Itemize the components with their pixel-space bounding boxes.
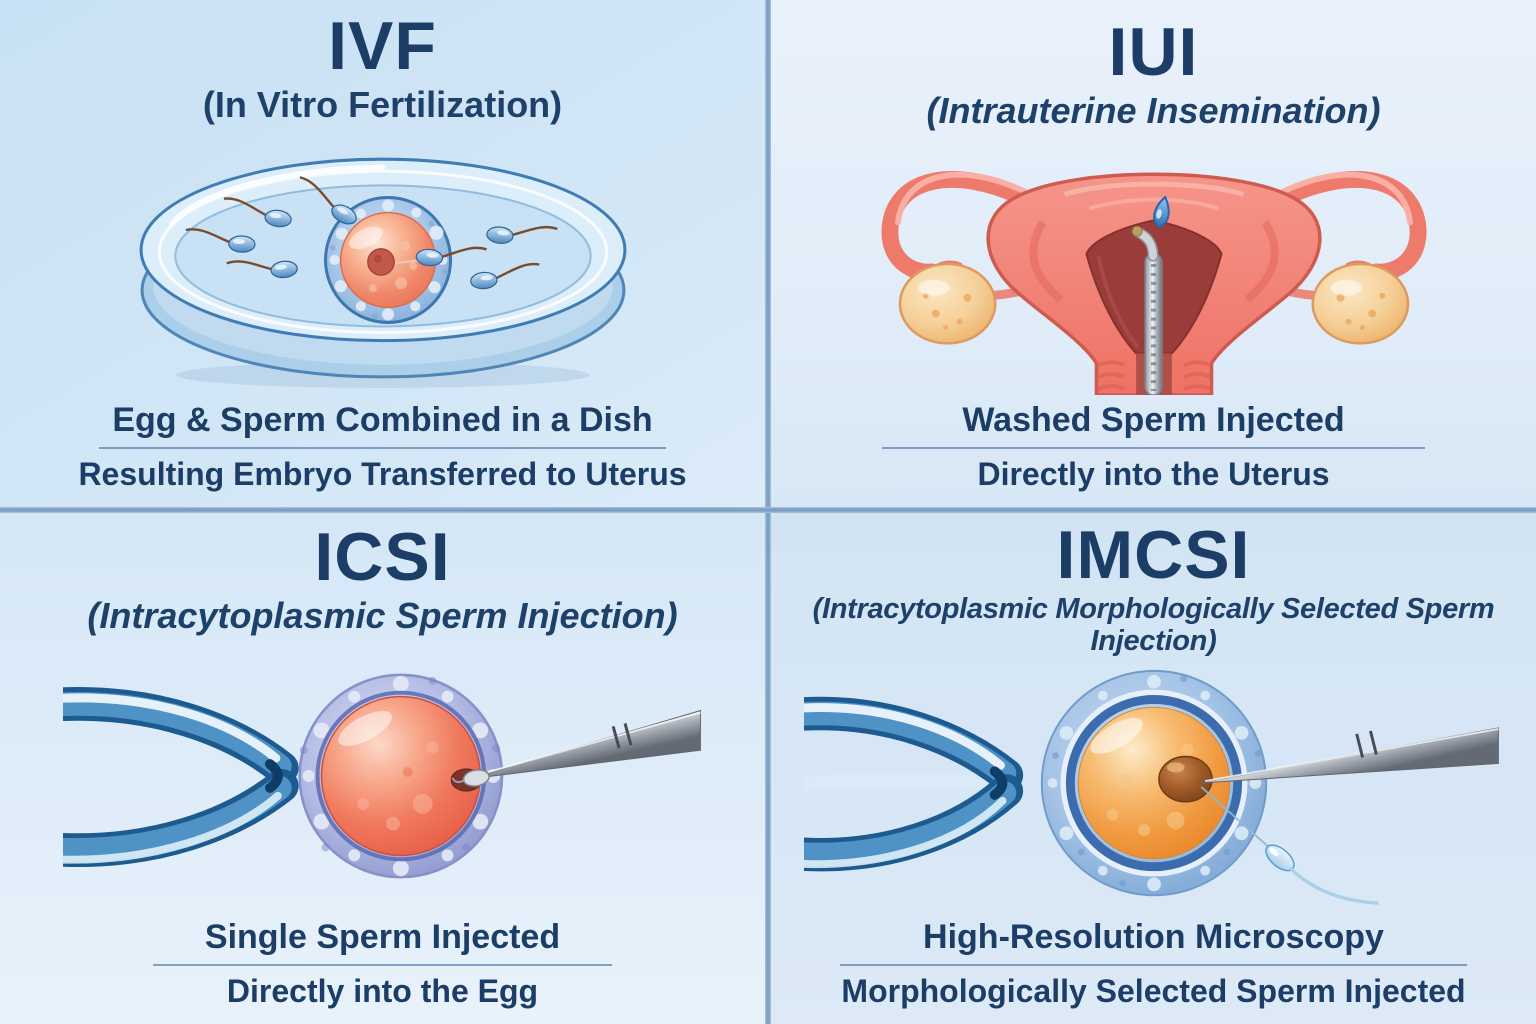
egg-nucleus xyxy=(366,248,395,276)
icsi-illustration-area xyxy=(0,636,765,918)
imcsi-injection-illustration xyxy=(803,669,1499,905)
iui-illustration-area xyxy=(771,131,1536,401)
iui-subtitle: (Intrauterine Insemination) xyxy=(926,90,1381,132)
imcsi-caption: High-Resolution Microscopy Morphological… xyxy=(771,918,1536,1010)
selected-sperm-head-in-egg xyxy=(1157,755,1213,803)
perivitelline-ring xyxy=(1065,695,1242,872)
ivf-illustration-area xyxy=(0,125,765,401)
iui-caption-rule xyxy=(881,447,1426,449)
ovaries xyxy=(898,262,1409,345)
injection-needle xyxy=(451,709,701,787)
insemination-catheter xyxy=(1131,225,1163,395)
ivf-caption-line2: Resulting Embryo Transferred to Uterus xyxy=(78,456,687,492)
imcsi-subtitle: (Intracytoplasmic Morphologically Select… xyxy=(812,593,1495,658)
ivf-title: IVF xyxy=(328,8,437,84)
ivf-subtitle: (In Vitro Fertilization) xyxy=(202,84,563,126)
icsi-caption: Single Sperm Injected Directly into the … xyxy=(0,918,765,1010)
quadrant-iui: IUI (Intrauterine Insemination) xyxy=(771,0,1536,507)
icsi-caption-line2: Directly into the Egg xyxy=(226,973,539,1009)
icsi-title: ICSI xyxy=(314,519,451,595)
holding-pipette xyxy=(62,687,299,867)
iui-caption-line2: Directly into the Uterus xyxy=(977,456,1330,492)
injection-needle xyxy=(1198,727,1499,784)
icsi-caption-rule xyxy=(153,964,612,966)
imcsi-title: IMCSI xyxy=(1056,517,1251,593)
holding-pipette xyxy=(803,696,1023,872)
petri-dish-illustration xyxy=(139,157,626,388)
egg-cell xyxy=(1040,669,1267,897)
iui-caption: Washed Sperm Injected Directly into the … xyxy=(771,401,1536,493)
quadrant-imcsi: IMCSI (Intracytoplasmic Morphologically … xyxy=(771,513,1536,1024)
iui-title: IUI xyxy=(1108,14,1199,90)
sperm-droplet xyxy=(1152,195,1170,229)
egg-cell xyxy=(297,673,503,879)
icsi-subtitle: (Intracytoplasmic Sperm Injection) xyxy=(87,595,678,637)
imcsi-illustration-area xyxy=(771,658,1536,918)
imcsi-caption-line2: Morphologically Selected Sperm Injected xyxy=(841,973,1466,1009)
icsi-injection-illustration xyxy=(62,673,701,879)
imcsi-caption-line1: High-Resolution Microscopy xyxy=(923,918,1384,956)
quadrant-icsi: ICSI (Intracytoplasmic Sperm Injection) xyxy=(0,513,765,1024)
uterus-catheter-illustration xyxy=(881,171,1426,395)
quadrant-ivf: IVF (In Vitro Fertilization) xyxy=(0,0,765,507)
ivf-caption-rule xyxy=(99,447,666,449)
iui-caption-line1: Washed Sperm Injected xyxy=(962,401,1345,439)
ivf-caption: Egg & Sperm Combined in a Dish Resulting… xyxy=(0,401,765,493)
selected-sperm xyxy=(1200,786,1378,905)
icsi-caption-line1: Single Sperm Injected xyxy=(204,918,561,956)
ivf-caption-line1: Egg & Sperm Combined in a Dish xyxy=(112,401,653,439)
imcsi-caption-rule xyxy=(839,964,1468,966)
sperm-cells xyxy=(183,175,559,291)
horizontal-divider xyxy=(0,507,1536,513)
